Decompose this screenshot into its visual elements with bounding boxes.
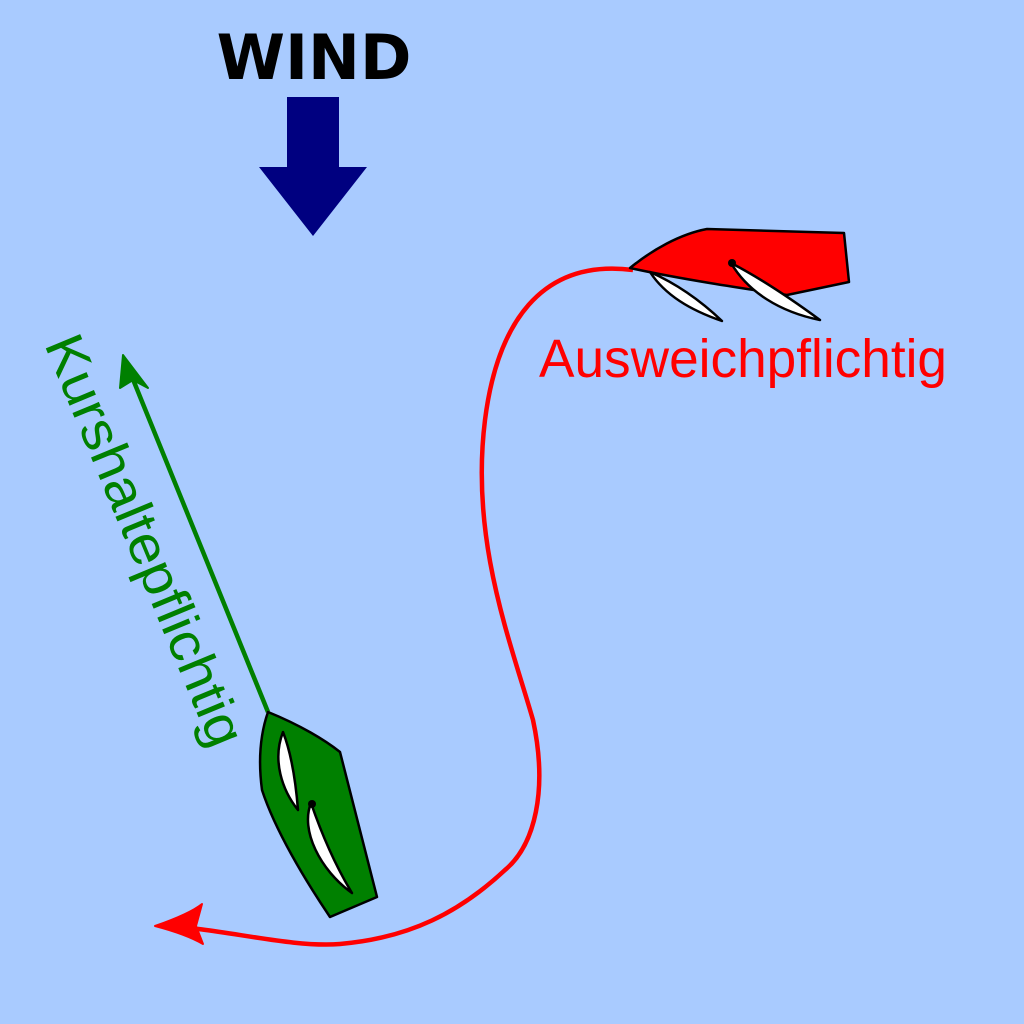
wind-label: WIND	[217, 21, 412, 94]
wind-arrow-icon	[259, 97, 367, 236]
green-boat-mast	[308, 800, 316, 808]
red-boat-jib-sail	[648, 270, 724, 323]
red-boat-mast	[728, 259, 736, 267]
red-boat-hull	[628, 227, 851, 297]
red-boat-main-sail	[729, 261, 822, 322]
red-course-arrowhead-icon	[154, 903, 204, 945]
green-boat-jib-sail	[277, 730, 300, 812]
red-boat	[628, 227, 851, 323]
green-course-line	[127, 371, 271, 713]
red-boat-label: Ausweichpflichtig	[539, 329, 947, 389]
green-boat	[258, 710, 379, 919]
red-course-line	[162, 266, 634, 947]
green-course-arrowhead-icon	[119, 354, 149, 389]
green-boat-main-sail	[306, 801, 354, 895]
